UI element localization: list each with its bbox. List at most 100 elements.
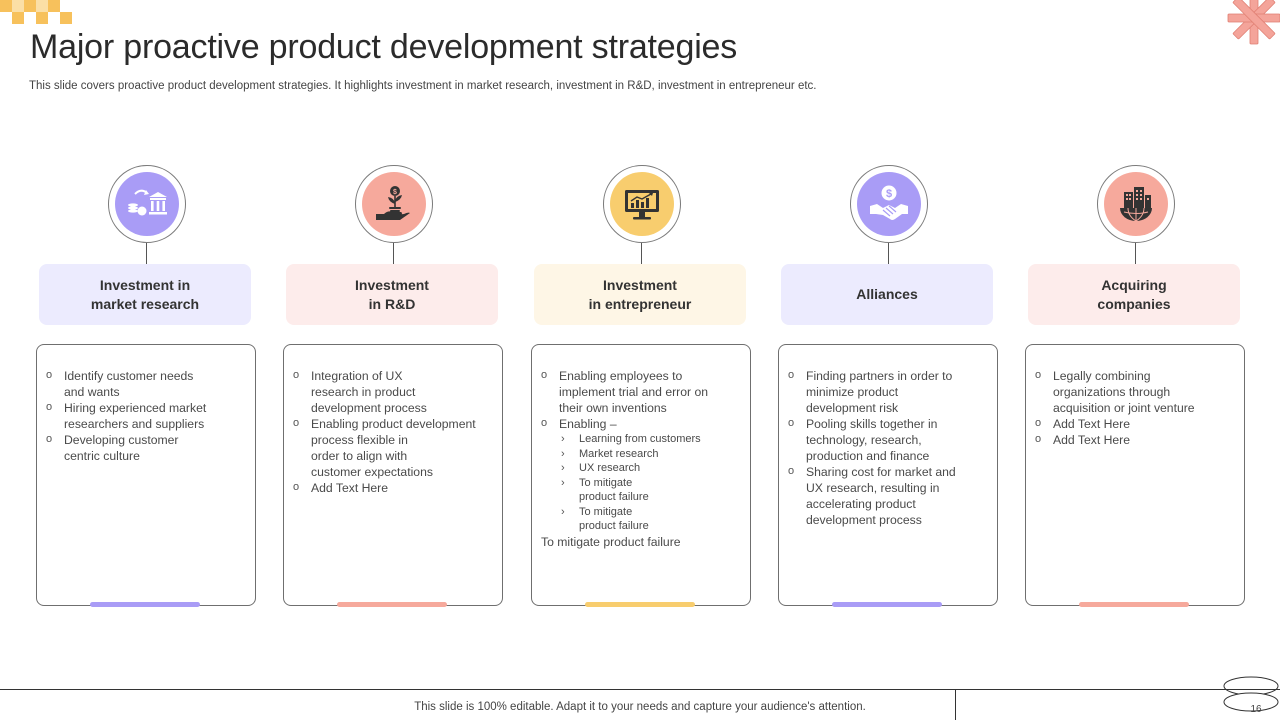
strategy-column-entrepreneur: Investment in entrepreneur Enabling empl… — [531, 165, 753, 607]
svg-text:$: $ — [393, 189, 397, 196]
icon-ring — [108, 165, 186, 243]
footer-divider-line — [0, 689, 1280, 690]
sub-list-item-text: Market research — [579, 447, 659, 460]
list-item-text: centric culture — [64, 449, 140, 463]
heading-line: in entrepreneur — [588, 295, 692, 312]
connector-line — [888, 243, 890, 264]
page-number-oval-decoration — [1223, 676, 1279, 712]
list-item: Integration of UX research in product de… — [293, 367, 492, 416]
list-item-text: Pooling skills together in — [806, 417, 938, 431]
list-item-text: Finding partners in order to — [806, 369, 953, 383]
list-item: Add Text Here — [1035, 415, 1234, 432]
strategy-details-card: Identify customer needs and wants Hiring… — [36, 344, 256, 606]
page-number: 16 — [1250, 704, 1262, 715]
list-item: Finding partners in order to minimize pr… — [788, 367, 987, 416]
footer-vertical-divider — [955, 689, 956, 720]
sub-list-item-text: To mitigate — [579, 476, 633, 489]
strategy-details-card: Enabling employees to implement trial an… — [531, 344, 751, 606]
strategy-heading: Investment in market research — [39, 264, 251, 325]
heading-line: Acquiring — [1101, 276, 1167, 293]
list-item-text: UX research, resulting in — [806, 481, 940, 495]
list-item-text: researchers and suppliers — [64, 417, 205, 431]
list-item: Enabling – — [541, 415, 740, 432]
accent-bar — [832, 602, 942, 607]
slide-title: Major proactive product development stra… — [30, 28, 738, 66]
list-item-text: Legally combining — [1053, 369, 1151, 383]
sub-list-item-text: UX research — [579, 462, 641, 474]
connector-line — [393, 243, 395, 264]
heading-line: in R&D — [368, 295, 416, 312]
list-item-text: accelerating product — [806, 497, 916, 511]
sub-list-item: Learning from customers — [541, 432, 740, 447]
slide-subtitle: This slide covers proactive product deve… — [29, 80, 817, 92]
strategy-column-market-research: Investment in market research Identify c… — [36, 165, 258, 607]
sub-list-item: To mitigate product failure — [541, 505, 740, 534]
list-item-text: minimize product — [806, 385, 899, 399]
list-item-text: Add Text Here — [1053, 417, 1131, 431]
plant-money-hand-icon: $ — [362, 172, 426, 236]
icon-ring: $ — [850, 165, 928, 243]
list-item-text: acquisition or joint venture — [1053, 401, 1195, 415]
list-item: Enabling product development process fle… — [293, 415, 492, 480]
heading-line: Investment — [355, 276, 429, 293]
strategy-column-acquiring: Acquiring companies Legally combining or… — [1025, 165, 1247, 607]
heading-line: Investment in — [99, 276, 191, 293]
list-item-text: Enabling product development — [311, 417, 476, 431]
accent-bar — [1079, 602, 1189, 607]
list-item: Pooling skills together in technology, r… — [788, 415, 987, 464]
strategy-details-card: Integration of UX research in product de… — [283, 344, 503, 606]
list-item-text: implement trial and error on — [559, 385, 709, 399]
list-item-text: development process — [311, 401, 427, 415]
sub-list-item: To mitigate product failure — [541, 476, 740, 505]
connector-line — [641, 243, 643, 264]
strategy-column-alliances: $ Alliances Finding partners in order to… — [778, 165, 1000, 607]
icon-ring — [1097, 165, 1175, 243]
list-item-text: Sharing cost for market and — [806, 465, 956, 479]
strategy-details-card: Legally combining organizations through … — [1025, 344, 1245, 606]
list-item-text: order to align with — [311, 449, 408, 463]
accent-bar — [585, 602, 695, 607]
list-item: Legally combining organizations through … — [1035, 367, 1234, 416]
monitor-growth-icon — [610, 172, 674, 236]
list-item-text: customer expectations — [311, 465, 433, 479]
connector-line — [1135, 243, 1137, 264]
accent-bar — [90, 602, 200, 607]
sub-list-item: UX research — [541, 461, 740, 476]
list-item: Developing customer centric culture — [46, 431, 245, 464]
strategy-heading: Acquiring companies — [1028, 264, 1240, 325]
list-item-text: and wants — [64, 385, 120, 399]
list-item-text: development process — [806, 513, 922, 527]
money-bank-icon — [115, 172, 179, 236]
sub-list-item-text: Learning from customers — [579, 433, 701, 445]
list-item: Identify customer needs and wants — [46, 367, 245, 400]
strategy-column-rnd: $ Investment in R&D Integration of UX re… — [283, 165, 505, 607]
strategy-heading: Investment in R&D — [286, 264, 498, 325]
list-item-text: Hiring experienced market — [64, 401, 207, 415]
list-item: Enabling employees to implement trial an… — [541, 367, 740, 416]
list-item-text: production and finance — [806, 449, 930, 463]
list-item-text: Integration of UX — [311, 369, 403, 383]
svg-text:$: $ — [886, 188, 892, 200]
list-item-text: Developing customer — [64, 433, 179, 447]
list-item-text: organizations through — [1053, 385, 1171, 399]
list-item-text: research in product — [311, 385, 416, 399]
footer-note: This slide is 100% editable. Adapt it to… — [0, 701, 1280, 713]
heading-line: Alliances — [856, 286, 918, 302]
list-item-text: process flexible in — [311, 433, 408, 447]
sub-list-item-text: product failure — [579, 520, 649, 532]
list-item-text: Add Text Here — [311, 481, 389, 495]
list-item-text: Identify customer needs — [64, 369, 194, 383]
heading-line: companies — [1097, 295, 1171, 312]
list-item: Hiring experienced market researchers an… — [46, 399, 245, 432]
icon-ring: $ — [355, 165, 433, 243]
trailing-text: To mitigate product failure — [541, 534, 681, 549]
asterisk-decoration — [1227, 0, 1280, 45]
strategy-heading: Investment in entrepreneur — [534, 264, 746, 325]
icon-ring — [603, 165, 681, 243]
heading-line: market research — [90, 295, 200, 312]
accent-bar — [337, 602, 447, 607]
list-item-text: technology, research, — [806, 433, 922, 447]
list-item: Add Text Here — [293, 479, 492, 496]
handshake-dollar-icon: $ — [857, 172, 921, 236]
heading-line: Investment — [603, 276, 677, 293]
